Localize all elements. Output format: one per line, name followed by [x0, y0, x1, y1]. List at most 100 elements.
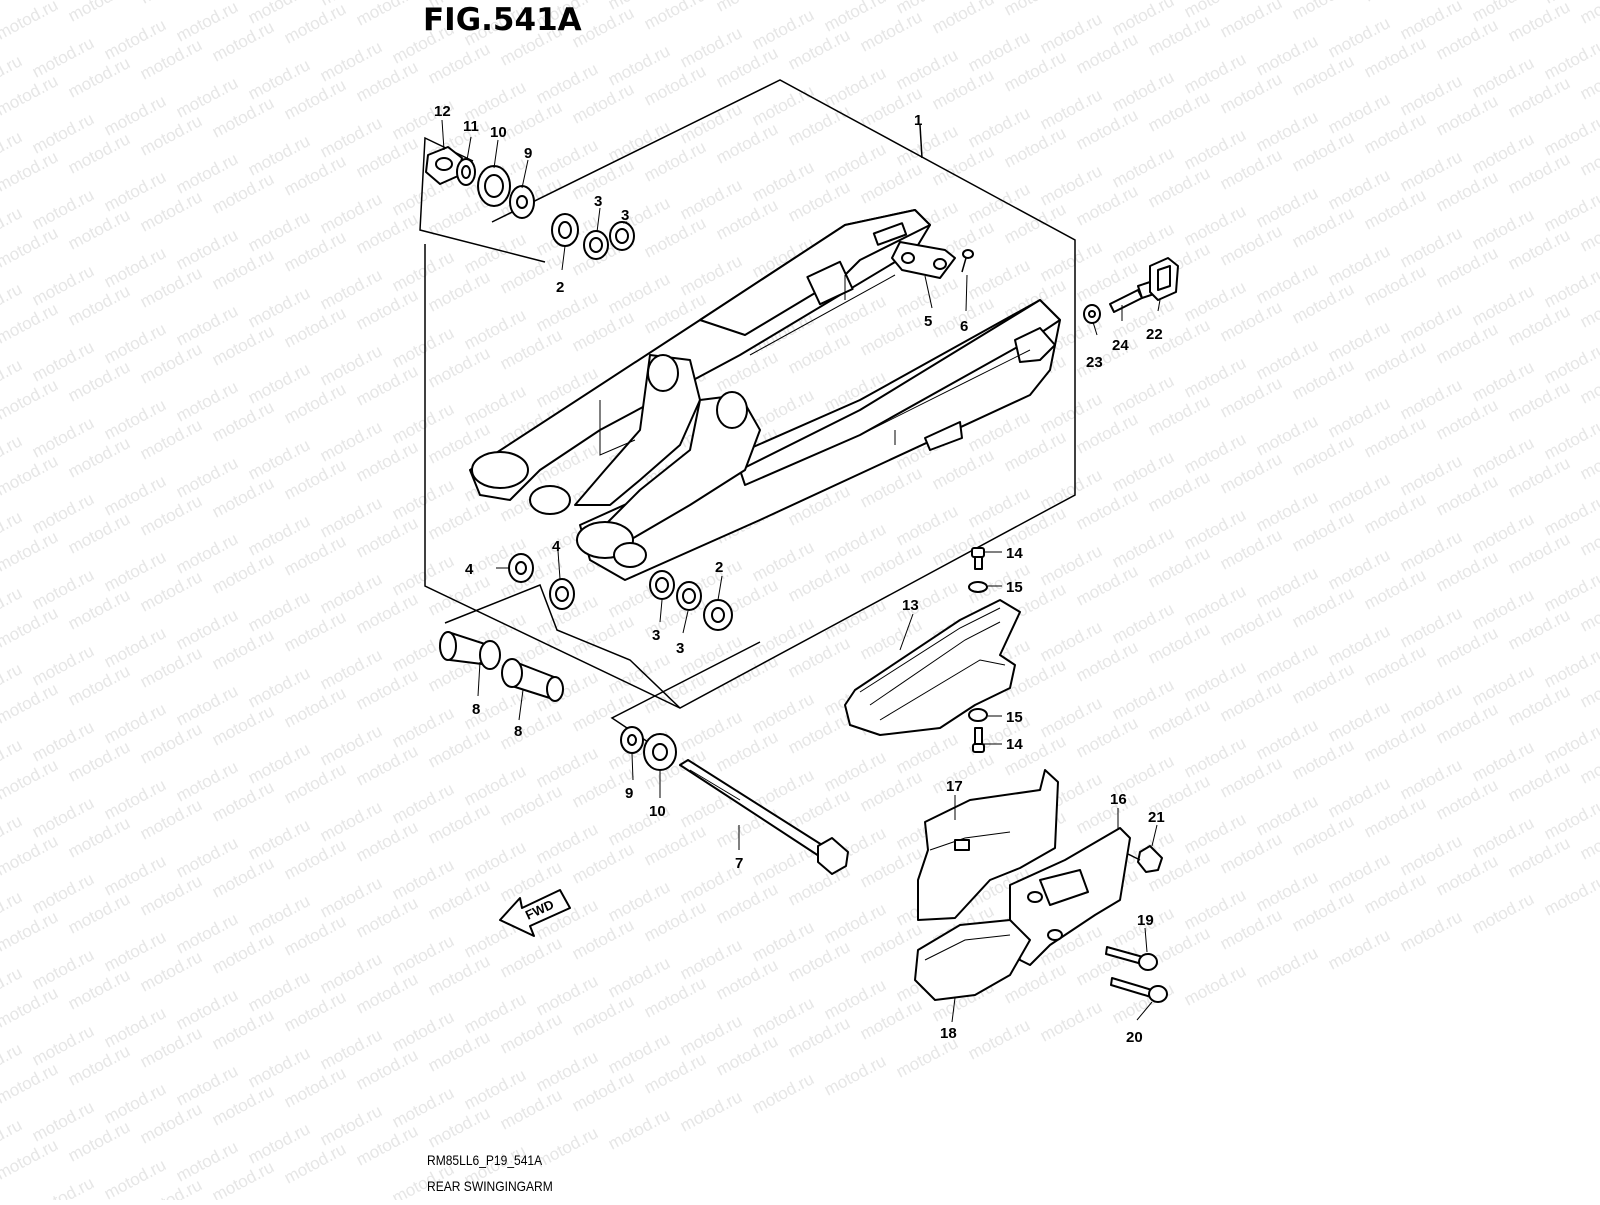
watermark-text: motod.ru — [713, 0, 781, 16]
watermark-text: motod.ru — [0, 603, 61, 651]
callout-8: 8 — [514, 723, 522, 740]
part-chain-slider-13 — [844, 599, 1021, 736]
part-washer-9-lower — [620, 726, 644, 754]
callout-7: 7 — [735, 855, 743, 872]
watermark-text: motod.ru — [0, 1059, 61, 1107]
watermark-text: motod.ru — [353, 0, 421, 30]
watermark-text: motod.ru — [1541, 491, 1600, 539]
part-spacer-8-a — [439, 631, 501, 670]
watermark-text: motod.ru — [1001, 0, 1069, 20]
part-bolt-19 — [1105, 946, 1158, 971]
watermark-text: motod.ru — [1541, 795, 1600, 843]
part-chain-guide-16 — [1009, 827, 1131, 966]
assembly-boundary-lower — [444, 584, 681, 709]
watermark-text: motod.ru — [533, 1123, 601, 1171]
part-bolt-20 — [1110, 977, 1168, 1003]
watermark-text: motod.ru — [1541, 719, 1600, 767]
watermark-text: motod.ru — [821, 1051, 889, 1099]
part-washer-23 — [1083, 304, 1101, 324]
callout-9: 9 — [625, 785, 633, 802]
callout-18: 18 — [940, 1025, 957, 1042]
watermark-text: motod.ru — [0, 755, 61, 803]
callout-labels: 1 2 2 3 3 3 3 4 4 5 6 7 8 8 9 9 10 10 11… — [434, 103, 1165, 1046]
watermark-text: motod.ru — [0, 299, 61, 347]
part-bearing-3-upper-a — [583, 230, 609, 260]
part-washer-15-lower — [968, 708, 988, 722]
figure-name: REAR SWINGINGARM — [427, 1178, 553, 1194]
callout-20: 20 — [1126, 1029, 1143, 1046]
part-pivot-bolt-7 — [679, 759, 849, 875]
part-spacer-10 — [477, 165, 511, 207]
watermark-text: motod.ru — [1289, 0, 1357, 24]
callout-2: 2 — [715, 559, 723, 576]
watermark-text: motod.ru — [0, 527, 61, 575]
watermark-text: motod.ru — [1397, 907, 1465, 955]
part-bearing-3-lower-b — [676, 581, 702, 611]
callout-3: 3 — [676, 640, 684, 657]
figure-title: FIG.541A — [423, 2, 582, 38]
part-bolt-14-lower — [972, 727, 985, 753]
watermark-text: motod.ru — [677, 1087, 745, 1135]
watermark-text: motod.ru — [1325, 925, 1393, 973]
leader-1 — [919, 124, 923, 159]
watermark-text: motod.ru — [1541, 187, 1600, 235]
part-guide-block-18 — [914, 919, 1031, 1001]
callout-12: 12 — [434, 103, 451, 120]
callout-3: 3 — [621, 207, 629, 224]
watermark-text: motod.ru — [1361, 0, 1429, 6]
part-seal-4-a — [508, 553, 534, 583]
callout-3: 3 — [594, 193, 602, 210]
callout-22: 22 — [1146, 326, 1163, 343]
watermark-text: motod.ru — [0, 1135, 61, 1183]
callout-8: 8 — [472, 701, 480, 718]
callout-3: 3 — [652, 627, 660, 644]
part-nut-12 — [425, 146, 463, 185]
part-screw-6 — [961, 249, 974, 273]
callout-15: 15 — [1006, 709, 1023, 726]
part-bolt-24 — [1109, 281, 1155, 313]
watermark-text: motod.ru — [0, 831, 61, 879]
watermark-text: motod.ru — [65, 0, 133, 26]
part-bolt-21 — [1127, 845, 1163, 873]
callout-23: 23 — [1086, 354, 1103, 371]
callout-14: 14 — [1006, 736, 1023, 753]
watermark-text: motod.ru — [1541, 35, 1600, 83]
part-bracket-22 — [1149, 257, 1179, 301]
part-bushing-2-lower — [703, 599, 733, 631]
watermark-text: motod.ru — [1541, 871, 1600, 919]
part-washer-9-upper — [509, 185, 535, 219]
callout-6: 6 — [960, 318, 968, 335]
callout-10: 10 — [649, 803, 666, 820]
watermark-text: motod.ru — [1073, 0, 1141, 2]
watermark-text: motod.ru — [0, 375, 61, 423]
watermark-text: motod.ru — [101, 1155, 169, 1200]
watermark-text: motod.ru — [0, 679, 61, 727]
callout-17: 17 — [946, 778, 963, 795]
swingarm — [469, 209, 1061, 581]
watermark-text: motod.ru — [0, 907, 61, 955]
callout-4: 4 — [552, 538, 561, 555]
watermark-text: motod.ru — [1217, 0, 1285, 42]
part-washer-15-upper — [968, 581, 988, 593]
watermark-text: motod.ru — [1505, 0, 1573, 46]
watermark-text: motod.ru — [1541, 263, 1600, 311]
callout-16: 16 — [1110, 791, 1127, 808]
watermark-text: motod.ru — [1541, 567, 1600, 615]
part-seal-4-b — [549, 578, 575, 610]
figure-code: RM85LL6_P19_541A — [427, 1152, 543, 1168]
callout-14: 14 — [1006, 545, 1023, 562]
assembly-boundary-main — [424, 79, 1076, 709]
watermark-text: motod.ru — [0, 223, 61, 271]
callout-19: 19 — [1137, 912, 1154, 929]
watermark-text: motod.ru — [29, 1173, 97, 1200]
callout-13: 13 — [902, 597, 919, 614]
watermark-text: motod.ru — [929, 0, 997, 38]
part-bearing-3-upper-b — [609, 221, 635, 251]
leader-lines — [441, 119, 1161, 1023]
watermark-text: motod.ru — [965, 1015, 1033, 1063]
watermark-text: motod.ru — [1577, 0, 1600, 28]
watermark-text: motod.ru — [1541, 339, 1600, 387]
